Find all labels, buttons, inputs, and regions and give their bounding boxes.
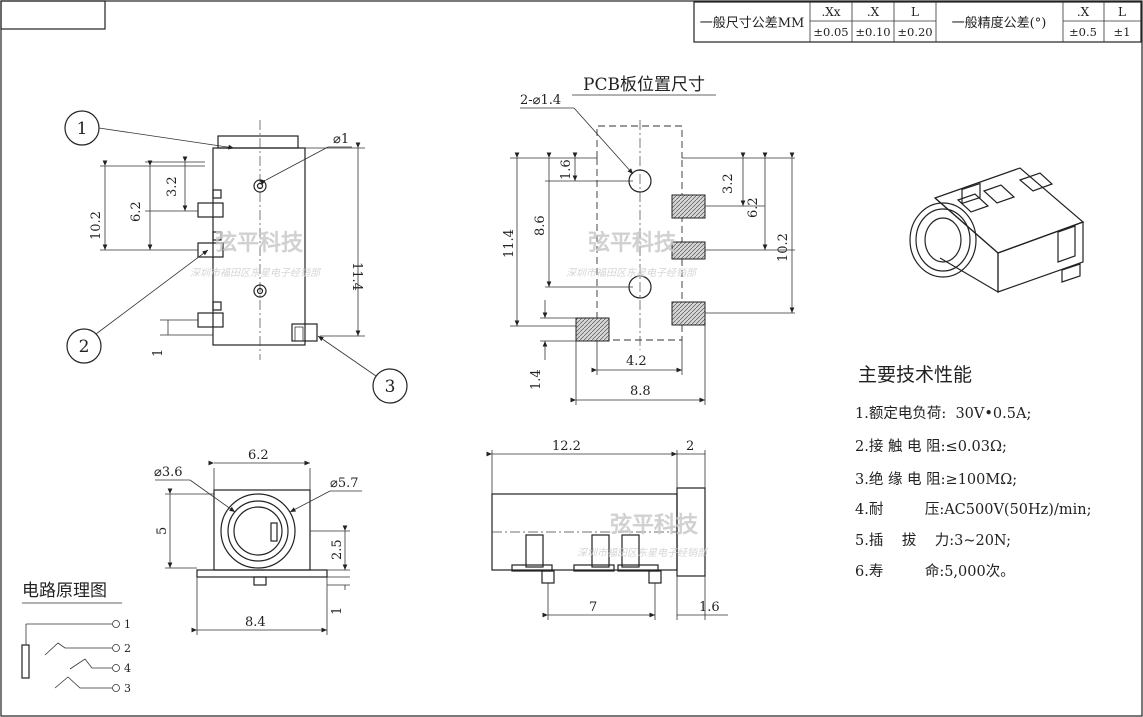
pcb-title: PCB板位置尺寸 — [583, 75, 705, 95]
col-l: L — [911, 5, 919, 19]
pcb-d-114: 11.4 — [502, 229, 517, 258]
side-d-16: 1.6 — [699, 600, 720, 615]
end-view: 6.2 ⌀3.6 ⌀5.7 5 2.5 1 8.4 — [154, 448, 362, 635]
end-d-1: 1 — [330, 607, 345, 615]
pcb-holes: 2-⌀1.4 — [520, 93, 561, 108]
general-dim-label: 一般尺寸公差MM — [700, 15, 805, 31]
spec-item-2: 2.接 触 电 阻:≤0.03Ω; — [855, 438, 1007, 455]
callout-3: 3 — [385, 377, 396, 397]
front-hole-dim: ⌀1 — [333, 132, 349, 147]
circuit-diagram: 电路原理图 1 2 4 3 — [21, 581, 131, 695]
front-d-102: 10.2 — [89, 211, 104, 240]
end-d-36: ⌀3.6 — [154, 465, 183, 480]
ang-val-l: ±1 — [1114, 25, 1131, 39]
circuit-pin-2: 2 — [124, 642, 131, 655]
val-x: ±0.10 — [855, 25, 890, 39]
general-angle-label: 一般精度公差(°) — [952, 15, 1047, 31]
front-d-32: 3.2 — [165, 176, 180, 197]
col-xx: .Xx — [821, 5, 840, 19]
val-xx: ±0.05 — [813, 25, 848, 39]
end-d-57: ⌀5.7 — [330, 476, 359, 491]
circuit-title: 电路原理图 — [22, 581, 107, 601]
circuit-pin-1: 1 — [124, 618, 131, 631]
watermark-company-3: 深圳市福田区东星电子经销部 — [577, 547, 709, 559]
pcb-d-16: 1.6 — [559, 159, 574, 180]
circuit-pin-3: 3 — [124, 682, 131, 695]
pcb-d-88: 8.8 — [630, 384, 651, 399]
specs-panel: 主要技术性能 1.额定电负荷: 30V•0.5A; 2.接 触 电 阻:≤0.0… — [855, 364, 1091, 580]
end-d-62: 6.2 — [248, 448, 269, 463]
pcb-d-42: 4.2 — [626, 354, 647, 369]
pcb-d-14: 1.4 — [529, 369, 544, 390]
col-x: .X — [867, 5, 880, 19]
front-d-114: 11.4 — [349, 262, 364, 291]
side-d-2: 2 — [686, 439, 694, 454]
watermark-brand-2: 弦平科技 — [588, 230, 677, 256]
pcb-d-62: 6.2 — [746, 197, 761, 218]
spec-item-1: 1.额定电负荷: 30V•0.5A; — [855, 405, 1031, 422]
callout-1: 1 — [77, 119, 88, 139]
ang-val-x: ±0.5 — [1069, 25, 1097, 39]
isometric-view — [909, 167, 1085, 294]
val-l: ±0.20 — [897, 25, 932, 39]
end-d-5: 5 — [155, 527, 170, 535]
watermark-top: 弦平科技 深圳市福田区东星电子经销部 弦平科技 深圳市福田区东星电子经销部 弦平… — [190, 230, 709, 559]
pcb-d-102: 10.2 — [776, 233, 791, 262]
watermark-brand-1: 弦平科技 — [215, 230, 304, 256]
spec-item-4: 4.耐 压:AC500V(50Hz)/min; — [855, 501, 1091, 518]
watermark-brand-3: 弦平科技 — [610, 512, 699, 538]
pcb-d-32: 3.2 — [721, 173, 736, 194]
front-d-1: 1 — [151, 349, 166, 357]
front-d-62: 6.2 — [129, 201, 144, 222]
end-d-25: 2.5 — [330, 539, 345, 560]
ang-col-x: .X — [1077, 5, 1090, 19]
watermark-company-1: 深圳市福田区东星电子经销部 — [190, 267, 322, 279]
spec-item-3: 3.绝 缘 电 阻:≥100MΩ; — [855, 471, 1017, 488]
title-corner-box — [0, 0, 106, 30]
side-d-7: 7 — [589, 600, 597, 615]
callout-2: 2 — [79, 337, 90, 357]
watermark-company-2: 深圳市福田区东星电子经销部 — [566, 267, 698, 279]
specs-title: 主要技术性能 — [858, 364, 972, 386]
spec-item-5: 5.插 拔 力:3~20N; — [855, 532, 1011, 549]
ang-col-l: L — [1118, 5, 1126, 19]
spec-item-6: 6.寿 命:5,000次。 — [855, 562, 1015, 580]
circuit-pin-4: 4 — [124, 662, 131, 675]
front-view: 10.2 6.2 3.2 1 11.4 ⌀1 1 2 3 — [64, 110, 408, 404]
pcb-d-86: 8.6 — [533, 215, 548, 236]
pcb-view: PCB板位置尺寸 2-⌀1.4 1.6 11.4 8.6 3.2 6.2 — [502, 75, 795, 405]
tolerance-table: 一般尺寸公差MM .Xx .X L ±0.05 ±0.10 ±0.20 一般精度… — [693, 1, 1142, 43]
side-d-122: 12.2 — [552, 439, 581, 454]
side-view: 12.2 2 7 1.6 — [486, 439, 728, 620]
end-d-84: 8.4 — [245, 615, 266, 630]
